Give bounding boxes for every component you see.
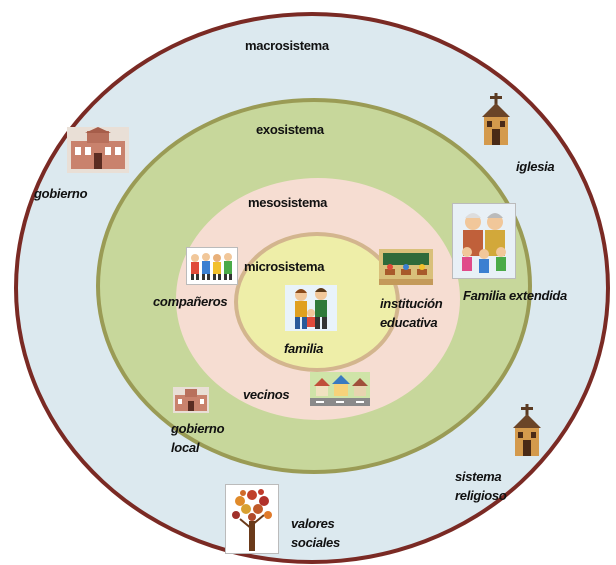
familia-label: familia: [284, 341, 324, 356]
valores-sociales-label: valores sociales: [291, 516, 340, 550]
local-government-building-icon: [173, 387, 209, 413]
exosistema-label: exosistema: [256, 122, 324, 137]
tree-icon: [225, 484, 279, 554]
family-icon: [285, 285, 337, 331]
gobierno-label: gobierno: [34, 186, 88, 201]
classmates-icon: [186, 247, 238, 285]
companeros-label: compañeros: [153, 294, 228, 309]
extended-family-icon: [452, 203, 516, 279]
familia-extendida-label: Familia extendida: [463, 288, 567, 303]
neighborhood-icon: [310, 372, 370, 406]
institucion-educativa-label: institución educativa: [380, 296, 443, 330]
church-icon: [478, 93, 514, 147]
school-icon: [379, 249, 433, 285]
religious-system-church-icon: [509, 404, 545, 458]
macrosistema-label: macrosistema: [245, 38, 329, 53]
iglesia-label: iglesia: [516, 159, 555, 174]
government-building-icon: [67, 127, 129, 173]
gobierno-local-label: gobierno local: [171, 421, 225, 455]
sistema-religioso-label: sistema religioso: [455, 469, 507, 503]
vecinos-label: vecinos: [243, 387, 290, 402]
mesosistema-label: mesosistema: [248, 195, 328, 210]
microsistema-label: microsistema: [244, 259, 325, 274]
